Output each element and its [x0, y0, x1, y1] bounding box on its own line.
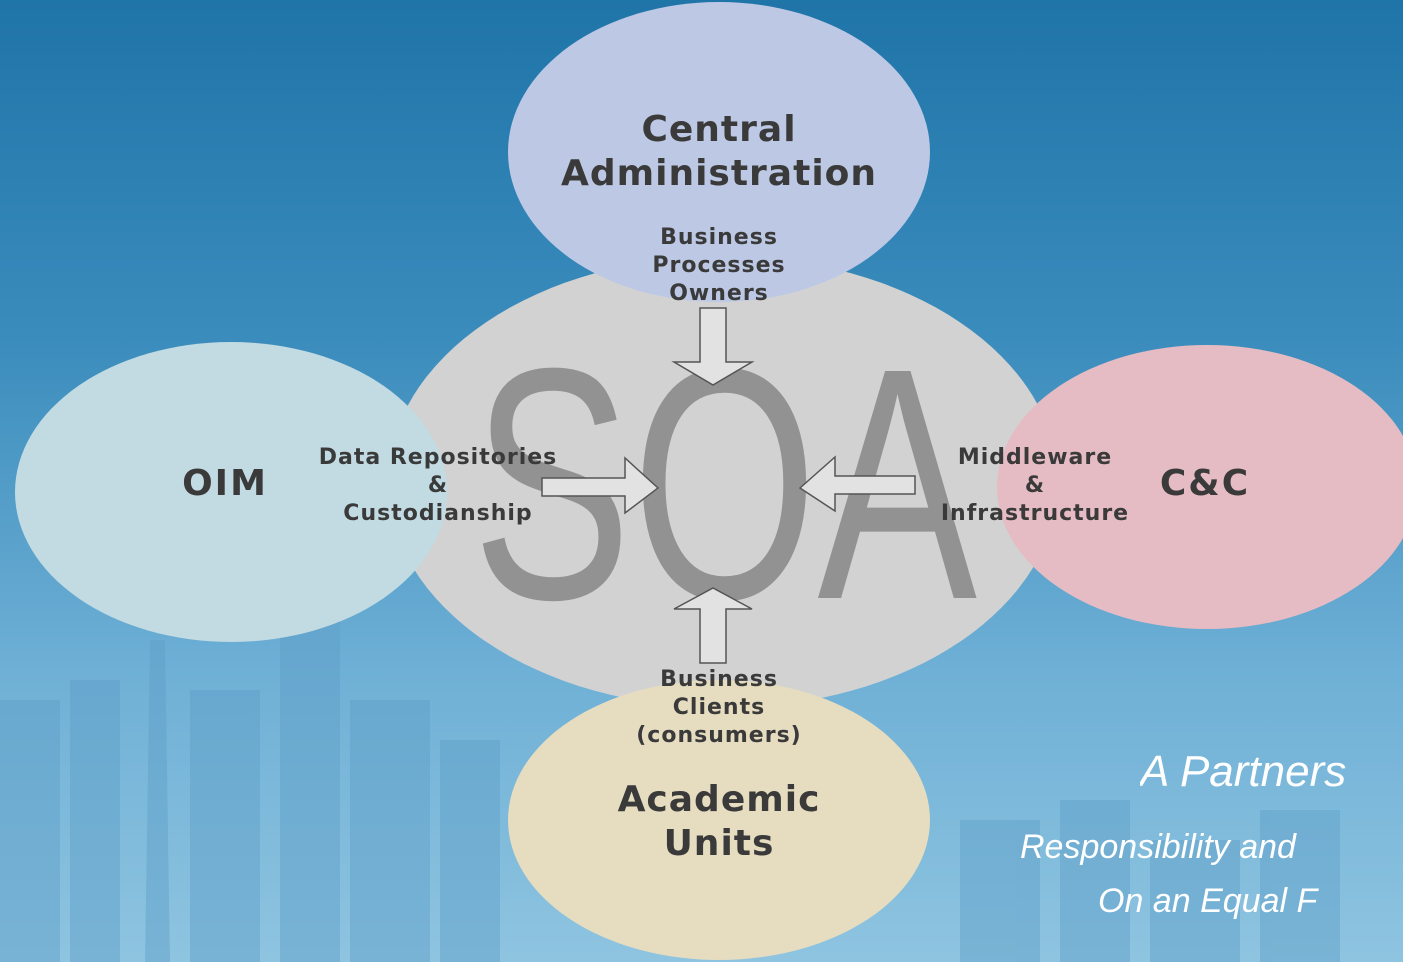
role-line-3: Custodianship	[343, 501, 533, 526]
role-line-1: Business	[660, 225, 778, 250]
tagline-line-2: Responsibility and	[1020, 828, 1296, 866]
tagline-line-1: A Partners	[1140, 747, 1347, 796]
left-arrow	[798, 455, 916, 513]
middleware-infrastructure-label: Middleware & Infrastructure	[905, 444, 1165, 528]
central-administration-title: Central Administration	[519, 108, 919, 196]
business-clients-label: Business Clients (consumers)	[569, 666, 869, 750]
cc-circle	[997, 345, 1403, 629]
role-line-2: &	[1024, 473, 1046, 498]
down-arrow	[671, 307, 755, 386]
title-line-1: Academic	[617, 779, 821, 820]
title-line-2: Units	[663, 823, 775, 864]
data-repositories-label: Data Repositories & Custodianship	[278, 444, 598, 528]
role-line-2: Clients	[672, 695, 766, 720]
oim-title: OIM	[182, 463, 268, 504]
right-arrow	[541, 456, 660, 515]
role-line-2: Processes	[652, 253, 786, 278]
central-administration-circle	[508, 2, 930, 302]
role-line-1: Data Repositories	[318, 445, 558, 470]
role-line-1: Middleware	[957, 445, 1113, 470]
cc-title: C&C	[1159, 463, 1251, 504]
tagline-line-3: On an Equal F	[1098, 882, 1318, 920]
role-line-3: Infrastructure	[940, 501, 1130, 526]
title-line-2: Administration	[560, 153, 878, 194]
role-line-3: Owners	[669, 281, 769, 306]
academic-units-title: Academic Units	[519, 778, 919, 866]
role-line-2: &	[427, 473, 449, 498]
business-processes-owners-label: Business Processes Owners	[569, 224, 869, 308]
academic-units-circle	[508, 680, 930, 960]
title-line-1: Central	[641, 109, 797, 150]
role-line-1: Business	[660, 667, 778, 692]
role-line-3: (consumers)	[636, 723, 802, 748]
up-arrow	[673, 587, 753, 664]
oim-circle	[15, 342, 447, 642]
